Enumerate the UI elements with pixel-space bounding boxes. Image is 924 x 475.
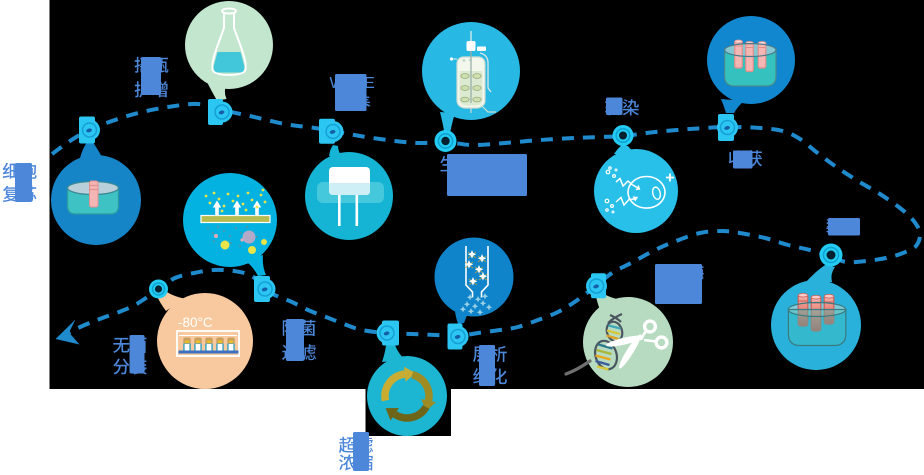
svg-text:-80°C: -80°C <box>178 315 213 330</box>
